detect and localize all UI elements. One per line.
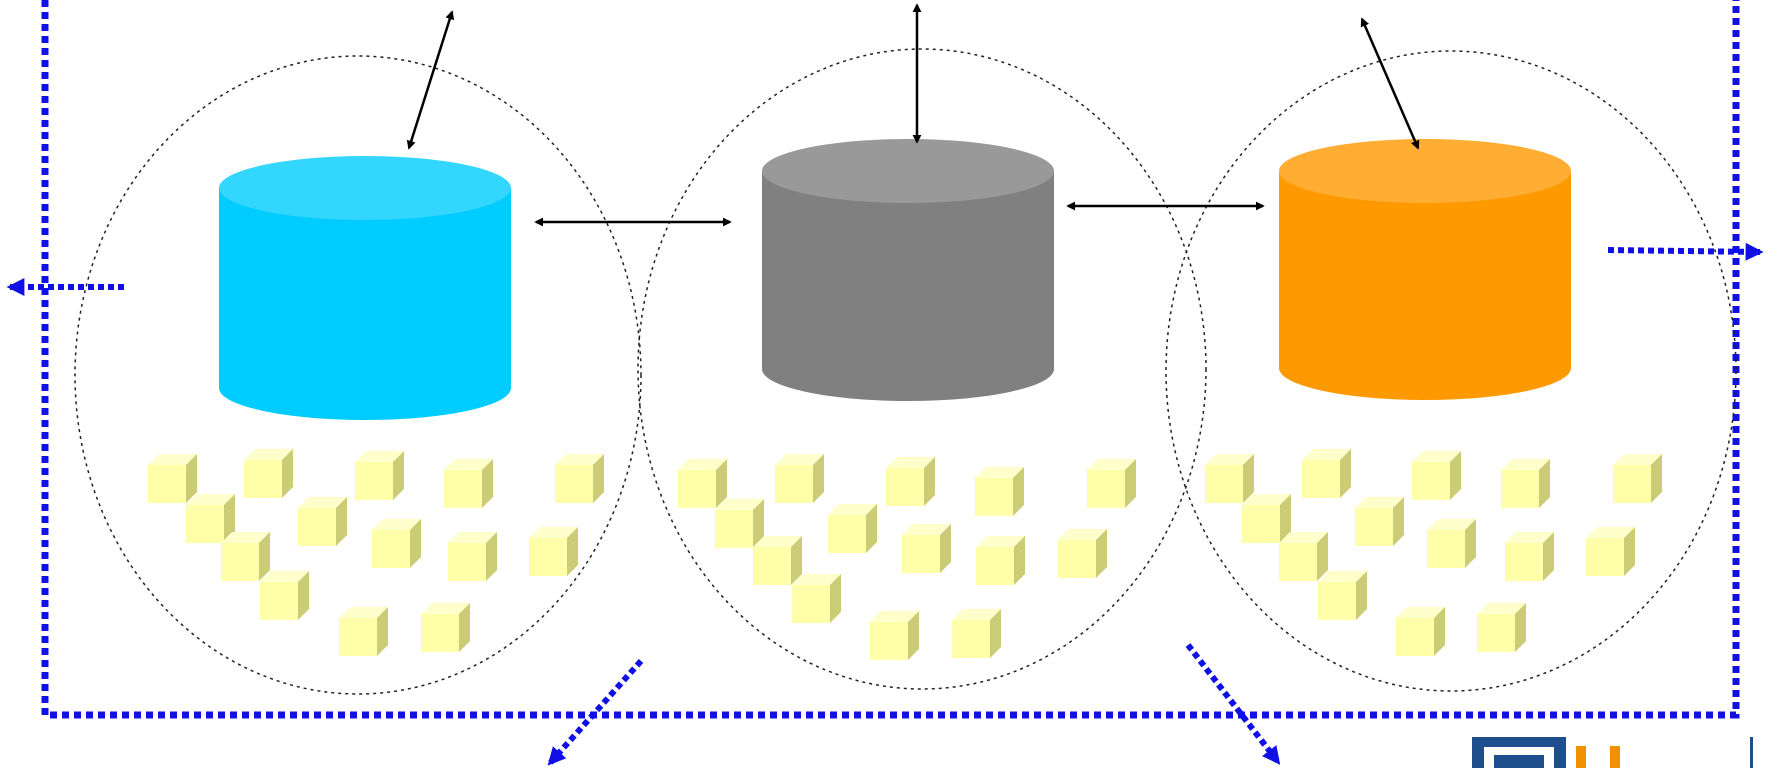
- cube-icon: [1205, 454, 1254, 503]
- cube-icon: [1279, 532, 1328, 581]
- cube-icon: [221, 532, 270, 581]
- cube-icon: [444, 459, 493, 508]
- group-outline-left: [74, 55, 642, 695]
- cube-icon: [1427, 519, 1476, 568]
- group-outline-right: [1165, 50, 1737, 692]
- group-outline-middle: [637, 48, 1207, 690]
- cube-icon: [1087, 459, 1136, 508]
- arrow-external-left: [406, 10, 455, 150]
- cube-icon: [1613, 454, 1662, 503]
- cube-icon: [339, 607, 388, 656]
- outgoing-arrow-bottom-left: [547, 659, 644, 766]
- cube-icon: [1058, 529, 1107, 578]
- outgoing-arrows: [6, 242, 1764, 766]
- cylinder-orange: [1279, 139, 1571, 400]
- cylinder-gray: [762, 139, 1054, 401]
- cube-icon: [976, 536, 1025, 585]
- cube-icon: [1477, 603, 1526, 652]
- cube-icon: [678, 459, 727, 508]
- cube-icon: [186, 494, 235, 543]
- cube-icon: [1412, 451, 1461, 500]
- cube-icon: [1242, 494, 1291, 543]
- arrow-external-right: [1360, 17, 1420, 150]
- institution-logo: [1472, 737, 1753, 768]
- cube-icon: [1318, 571, 1367, 620]
- cube-icon: [975, 467, 1024, 516]
- cube-icon: [1396, 607, 1445, 656]
- cube-icon: [753, 536, 802, 585]
- cube-icon: [1501, 459, 1550, 508]
- cube-icon: [902, 524, 951, 573]
- cube-icon: [298, 497, 347, 546]
- outgoing-arrow-right: [1607, 242, 1764, 261]
- cube-icon: [555, 454, 604, 503]
- cube-icon: [1302, 449, 1351, 498]
- system-boundary: [41, 0, 1740, 719]
- connection-arrows: [406, 3, 1420, 227]
- cube-icon: [952, 609, 1001, 658]
- cube-icon: [529, 527, 578, 576]
- cube-icon: [372, 519, 421, 568]
- cube-icon: [148, 454, 197, 503]
- cube-icon: [448, 532, 497, 581]
- cube-icon: [715, 499, 764, 548]
- cube-icon: [355, 451, 404, 500]
- cluster-middle: [678, 454, 1136, 660]
- node-group-outlines: [74, 48, 1737, 695]
- cube-icon: [421, 603, 470, 652]
- cube-icon: [1355, 497, 1404, 546]
- cube-icon: [260, 571, 309, 620]
- cube-icon: [244, 449, 293, 498]
- cube-icon: [792, 574, 841, 623]
- cube-icon: [1505, 532, 1554, 581]
- outgoing-arrow-bottom-right: [1185, 643, 1281, 765]
- cube-icon: [775, 454, 824, 503]
- cube-icon: [828, 504, 877, 553]
- cube-icon: [870, 611, 919, 660]
- cylinder-blue: [219, 156, 511, 420]
- cluster-right: [1205, 449, 1662, 656]
- cube-icon: [1586, 527, 1635, 576]
- cluster-left: [148, 449, 604, 656]
- cube-icon: [886, 457, 935, 506]
